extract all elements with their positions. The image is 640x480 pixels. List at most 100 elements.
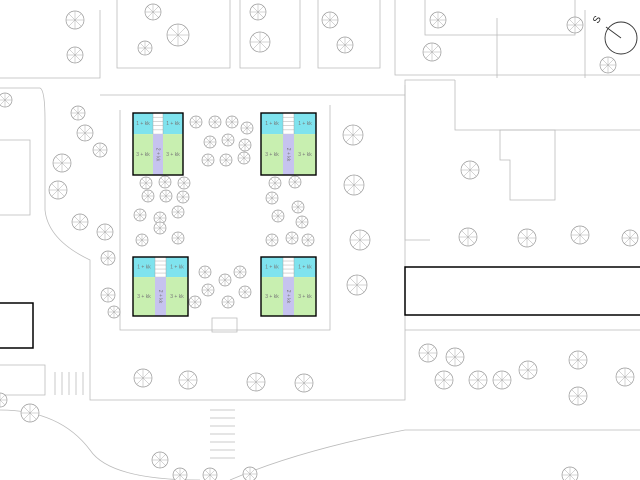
tree-icon — [189, 115, 203, 129]
unit-label: 3 + kk — [265, 152, 279, 158]
tree-icon — [599, 56, 617, 74]
tree-icon — [342, 124, 364, 146]
tree-icon — [144, 3, 162, 21]
unit-1kk — [294, 113, 316, 135]
tree-icon — [48, 180, 68, 200]
tree-icon — [219, 153, 233, 167]
tree-icon — [96, 223, 114, 241]
tree-icon — [135, 233, 149, 247]
tree-icon — [460, 160, 480, 180]
unit-3kk — [261, 134, 283, 175]
tree-icon — [0, 392, 8, 408]
tree-icon — [153, 221, 167, 235]
stair — [152, 112, 164, 135]
unit-label: 2 + kk — [285, 290, 291, 304]
tree-icon — [265, 233, 279, 247]
compass-letter: S — [591, 14, 604, 26]
unit-2kk — [155, 277, 166, 316]
tree-icon — [570, 225, 590, 245]
tree-icon — [139, 176, 153, 190]
tree-icon — [178, 370, 198, 390]
tree-icon — [343, 174, 365, 196]
tree-icon — [321, 11, 339, 29]
unit-1kk — [294, 257, 316, 278]
unit-label: 1 + kk — [136, 121, 150, 127]
tree-icon — [568, 386, 588, 406]
unit-3kk — [294, 134, 316, 175]
unit-3kk — [166, 277, 188, 316]
tree-icon — [201, 283, 215, 297]
tree-icon — [66, 46, 84, 64]
tree-icon — [107, 305, 121, 319]
tree-icon — [249, 3, 267, 21]
unit-2kk — [283, 277, 294, 316]
unit-label: 2 + kk — [157, 290, 163, 304]
unit-label: 1 + kk — [265, 264, 279, 270]
unit-label: 1 + kk — [170, 264, 184, 270]
tree-icon — [422, 42, 442, 62]
tree-icon — [166, 23, 190, 47]
unit-3kk — [133, 277, 155, 316]
unit-label: 1 + kk — [298, 121, 312, 127]
tree-icon — [240, 121, 254, 135]
tree-icon — [349, 229, 371, 251]
unit-label: 1 + kk — [298, 264, 312, 270]
unit-1kk — [133, 113, 153, 135]
tree-icon — [265, 191, 279, 205]
tree-icon — [249, 31, 271, 53]
north-arrow: S — [591, 14, 638, 55]
tree-icon — [218, 273, 232, 287]
tree-icon — [517, 228, 537, 248]
tree-icon — [20, 403, 40, 423]
tree-icon — [0, 92, 13, 108]
tree-icon — [434, 370, 454, 390]
unit-label: 3 + kk — [298, 152, 312, 158]
tree-icon — [202, 467, 218, 480]
unit-label: 2 + kk — [155, 148, 161, 162]
unit-label: 1 + kk — [265, 121, 279, 127]
tree-icon — [70, 105, 86, 121]
tree-icon — [225, 115, 239, 129]
tree-icon — [221, 295, 235, 309]
tree-icon — [158, 175, 172, 189]
tree-icon — [171, 205, 185, 219]
unit-label: 1 + kk — [137, 264, 151, 270]
unit-1kk — [261, 257, 283, 278]
tree-icon — [288, 175, 302, 189]
tree-icon — [221, 133, 235, 147]
unit-3kk — [294, 277, 316, 316]
unit-label: 3 + kk — [170, 294, 184, 300]
unit-label: 1 + kk — [166, 121, 180, 127]
unit-3kk — [163, 134, 183, 175]
tree-icon — [566, 16, 584, 34]
tree-icon — [208, 115, 222, 129]
tree-icon — [291, 200, 305, 214]
tree-icon — [52, 153, 72, 173]
unit-label: 3 + kk — [136, 152, 150, 158]
tree-icon — [171, 231, 185, 245]
stair — [282, 256, 295, 278]
tree-icon — [295, 215, 309, 229]
unit-1kk — [261, 113, 283, 135]
unit-label: 3 + kk — [265, 294, 279, 300]
tree-icon — [518, 360, 538, 380]
tree-icon — [285, 231, 299, 245]
tree-icon — [242, 466, 258, 480]
tree-icon — [336, 36, 354, 54]
tree-icon — [71, 213, 89, 231]
unit-2kk — [283, 134, 294, 175]
tree-icon — [201, 153, 215, 167]
tree-icon — [271, 209, 285, 223]
tree-icon — [621, 229, 639, 247]
tree-icon — [418, 343, 438, 363]
unit-1kk — [133, 257, 155, 278]
tree-icon — [100, 250, 116, 266]
tree-icon — [561, 466, 579, 480]
tree-icon — [92, 142, 108, 158]
